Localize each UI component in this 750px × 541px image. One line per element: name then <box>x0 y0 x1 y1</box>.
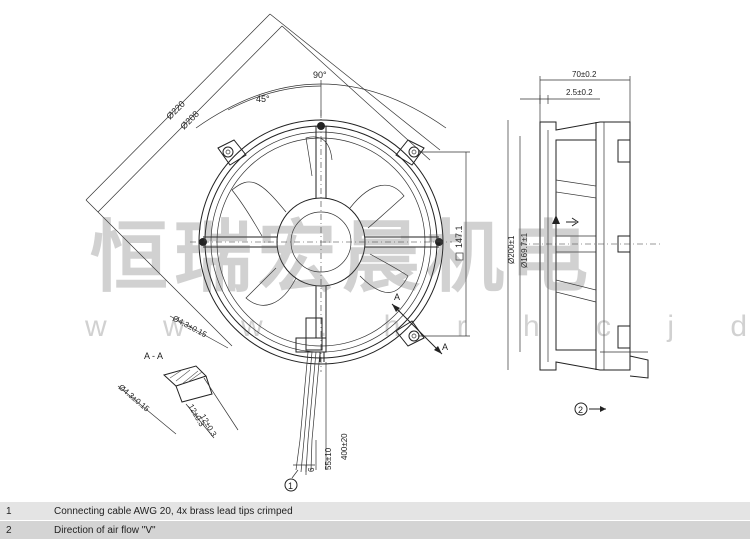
dim-strip-length: 55±10 <box>324 447 333 470</box>
legend-number: 2 <box>0 520 48 540</box>
dim-lip: 2.5±0.2 <box>566 88 593 97</box>
cable-dimensions: 400±20 55±10 6 <box>305 362 349 475</box>
airflow-arrow-icon <box>566 217 579 227</box>
front-view <box>190 110 452 473</box>
dim-inner-dia: Ø169.7±1 <box>520 232 529 268</box>
section-a-a: A - A Ø4.3±0.15 12±0.3 12±0.3 <box>117 351 239 439</box>
lug-top-left <box>217 139 247 166</box>
callout-1-label: 1 <box>288 481 293 491</box>
side-hub <box>555 139 597 351</box>
cable-gland <box>305 317 323 351</box>
lug-bottom-right <box>395 320 425 347</box>
callout-1: 1 <box>284 469 299 492</box>
mount-hole-tl-icon <box>222 146 234 158</box>
hole-dimension: Ø4.3±0.15 <box>169 314 229 349</box>
legend-text: Connecting cable AWG 20, 4x brass lead t… <box>48 502 750 521</box>
legend-text: Direction of air flow "V" <box>48 520 750 540</box>
fan-blade <box>305 136 333 177</box>
angle-dimensions: 90° 45° <box>195 70 447 129</box>
legend-number: 1 <box>0 502 48 521</box>
fan-blade <box>349 184 405 229</box>
dim-section-hole: Ø4.3±0.15 <box>117 383 152 414</box>
mount-hole-br-icon <box>408 330 420 342</box>
fan-blade <box>245 267 297 306</box>
callout-2-label: 2 <box>578 405 583 415</box>
dim-pitch: 147.1 <box>454 225 464 248</box>
diameter-dimensions: Ø220 Ø208 <box>85 13 441 347</box>
callout-2: 2 <box>574 402 606 416</box>
lug-top-right <box>395 139 425 166</box>
dim-diag-inner: Ø208 <box>178 109 201 132</box>
dim-angle-90: 90° <box>313 70 327 80</box>
technical-drawing: Ø220 Ø208 90° 45° 147.1 A A Ø4.3±0.15 40… <box>85 13 660 492</box>
cable-wires <box>293 351 321 473</box>
dim-tip-length: 6 <box>307 467 316 472</box>
section-marker: A A <box>391 292 448 355</box>
dim-frame-dia: Ø200±1 <box>507 235 516 264</box>
side-frame <box>539 121 631 371</box>
dim-hole: Ø4.3±0.15 <box>171 314 209 340</box>
fan-blade <box>231 181 287 237</box>
fan-blade <box>359 253 409 293</box>
section-label: A - A <box>144 351 163 361</box>
dim-cable-length: 400±20 <box>340 433 349 460</box>
side-view: 70±0.2 2.5±0.2 Ø200±1 Ø169.7±1 <box>507 70 660 379</box>
dim-depth: 70±0.2 <box>572 70 597 79</box>
marker-a-bottom: A <box>442 342 448 352</box>
dim-angle-45: 45° <box>256 94 270 104</box>
pitch-dimension: 147.1 <box>418 151 470 337</box>
marker-a-top: A <box>394 292 400 302</box>
